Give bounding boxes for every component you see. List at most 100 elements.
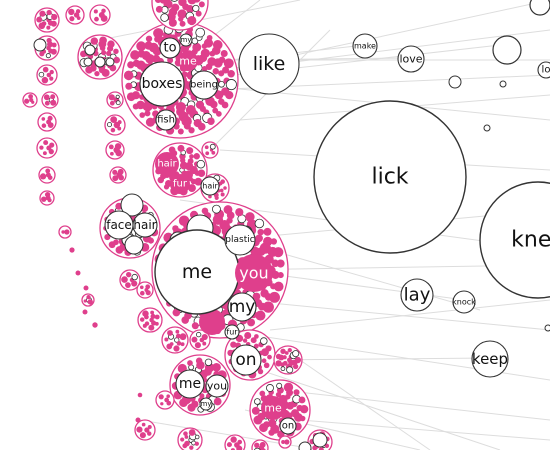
cluster-dot	[214, 90, 224, 100]
cluster-dot	[196, 159, 206, 169]
word-label: me	[179, 376, 201, 392]
cluster-dot	[218, 56, 226, 64]
word-bubble-lay: lay	[400, 278, 434, 312]
word-circle	[400, 278, 434, 312]
cluster-dot	[208, 194, 212, 199]
cluster-dot	[185, 5, 194, 14]
cluster-dot	[61, 230, 65, 234]
word-label: hair	[157, 159, 177, 170]
word-label: face	[106, 218, 132, 232]
cluster-dot	[188, 429, 196, 436]
cluster-dot	[219, 188, 224, 193]
cluster-dot	[94, 16, 99, 22]
word-circle	[189, 70, 219, 100]
empty-bubble	[312, 432, 328, 448]
cluster-dot	[24, 98, 30, 104]
word-bubble-plastic: plastic	[224, 224, 256, 256]
cluster-dot	[36, 16, 43, 23]
cluster-dot	[298, 396, 306, 404]
cluster-dot	[276, 382, 283, 389]
cluster-dot	[206, 34, 213, 41]
cluster-dot	[195, 10, 202, 17]
cluster-dot	[247, 318, 256, 327]
cluster-dot	[145, 117, 155, 127]
cluster-dot	[45, 53, 51, 59]
cluster-dot	[254, 218, 265, 229]
word-bubble-knea: knea	[479, 181, 550, 299]
cluster-dot	[275, 360, 282, 367]
cluster-dot	[115, 149, 122, 157]
link-line	[269, 299, 550, 331]
word-circle	[352, 33, 378, 59]
word-label: boxes	[142, 76, 183, 92]
cluster-dot	[261, 358, 267, 364]
cluster-dot	[41, 117, 46, 121]
cluster-dot	[106, 50, 112, 56]
cluster-dot	[263, 236, 273, 247]
cluster-dot	[187, 15, 197, 26]
cluster-dot	[73, 12, 80, 18]
cluster-dot	[262, 301, 274, 313]
cluster-dot	[300, 405, 309, 414]
cluster-dot	[242, 338, 248, 343]
cluster-dot	[266, 384, 274, 392]
cluster-dot	[230, 436, 237, 443]
cluster-dot	[223, 58, 234, 69]
cluster-dot	[177, 144, 185, 152]
word-label: plastic	[225, 235, 254, 245]
cluster-dot	[198, 1, 205, 8]
cluster-dot	[115, 100, 121, 106]
cluster-dot	[179, 20, 186, 27]
cluster-dot	[286, 366, 294, 374]
cluster-dot	[220, 49, 228, 58]
word-bubble-on: on	[230, 344, 262, 376]
cluster-dot	[203, 38, 214, 48]
cluster-dot	[115, 246, 124, 254]
cluster-dot	[109, 100, 115, 106]
cluster-dot	[46, 9, 52, 16]
word-bubble-you: you	[235, 254, 273, 292]
cluster-dot	[182, 443, 188, 449]
cluster-dot	[193, 0, 201, 3]
cluster-dot	[166, 394, 170, 399]
cluster-dot	[292, 363, 299, 370]
cluster-dot	[187, 360, 193, 366]
cluster-dot	[121, 276, 128, 283]
word-bubble-boxes: boxes	[139, 61, 185, 107]
cluster-dot	[170, 0, 179, 2]
cluster-dot	[187, 184, 196, 193]
word-circle	[175, 369, 205, 399]
cluster-dot	[216, 111, 222, 117]
word-label: hair	[202, 182, 218, 191]
cluster-dot	[145, 284, 151, 290]
word-label: lo	[542, 65, 550, 76]
word-circle	[224, 324, 240, 340]
cluster-dot	[139, 432, 146, 439]
cluster-dot	[220, 192, 225, 197]
cluster-dot	[172, 308, 181, 317]
cluster-dot	[51, 42, 57, 48]
cluster-dot	[166, 343, 173, 350]
cluster-dot	[42, 151, 47, 156]
cluster-dot	[137, 392, 143, 398]
cluster-dot	[194, 441, 199, 446]
cluster-dot	[299, 415, 306, 422]
cluster-dot	[227, 70, 235, 78]
cluster-dot	[144, 41, 153, 50]
empty-bubble	[83, 57, 93, 67]
cluster-dot	[90, 37, 99, 45]
cluster-dot	[210, 100, 218, 109]
cluster-dot	[200, 48, 210, 58]
cluster-dot	[114, 143, 122, 150]
link-line	[239, 299, 550, 331]
cluster-dot	[125, 271, 132, 278]
cluster-dot	[145, 35, 153, 42]
cluster-dot	[108, 94, 115, 101]
cluster-dot	[75, 270, 81, 276]
word-bubble-fur: fur	[224, 324, 240, 340]
cluster-dot	[277, 272, 284, 279]
cluster-dot	[218, 80, 225, 88]
cluster-dot	[87, 299, 93, 305]
empty-bubble	[84, 44, 96, 56]
cluster-dot	[273, 247, 284, 258]
